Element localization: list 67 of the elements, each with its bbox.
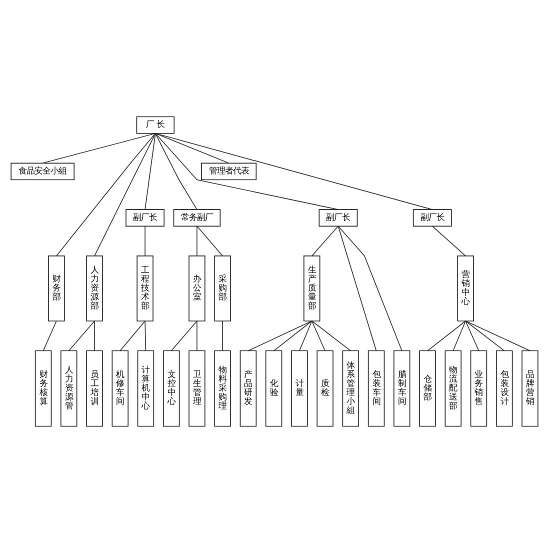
connector bbox=[155, 132, 230, 164]
node-box: 品牌营销 bbox=[522, 350, 538, 427]
connector bbox=[338, 226, 377, 352]
node-box: 管理者代表 bbox=[201, 162, 257, 180]
connector bbox=[432, 226, 466, 256]
node-box: 生产质量部 bbox=[304, 256, 320, 322]
connector bbox=[311, 320, 326, 352]
connector bbox=[155, 132, 433, 210]
node-box: 卫生管理 bbox=[188, 350, 206, 427]
connector bbox=[42, 320, 57, 352]
node-box: 人力资源部 bbox=[86, 256, 103, 322]
node-box: 营销中心 bbox=[457, 256, 474, 322]
connector bbox=[94, 320, 95, 352]
connector bbox=[196, 226, 223, 256]
node-box: 办公室 bbox=[188, 256, 206, 322]
node-box: 副厂长 bbox=[318, 209, 358, 227]
connector bbox=[222, 320, 223, 352]
node-box: 厂 长 bbox=[136, 116, 175, 134]
connector bbox=[155, 132, 198, 210]
connector bbox=[155, 132, 339, 210]
connector bbox=[68, 320, 95, 352]
node-box: 常务副厂 bbox=[173, 209, 221, 227]
connector bbox=[144, 226, 146, 256]
connector bbox=[144, 320, 146, 352]
connector bbox=[465, 320, 530, 352]
connector bbox=[144, 132, 156, 210]
connector bbox=[338, 226, 402, 352]
connector bbox=[42, 132, 156, 164]
node-box: 仓储部 bbox=[419, 350, 436, 427]
node-box: 文控中心 bbox=[162, 350, 180, 427]
connector bbox=[56, 132, 156, 256]
node-box: 物料采购理 bbox=[214, 350, 231, 427]
node-box: 财务部 bbox=[48, 256, 65, 322]
node-box: 工程技术部 bbox=[136, 256, 154, 322]
node-box: 食品安全小組 bbox=[10, 162, 74, 180]
node-box: 机修车间 bbox=[112, 350, 128, 427]
node-box: 副厂长 bbox=[126, 209, 164, 227]
node-box: 腊制车间 bbox=[394, 350, 410, 427]
node-box: 计算机中心 bbox=[137, 350, 154, 427]
node-box: 副厂长 bbox=[412, 209, 452, 227]
node-box: 员工培训 bbox=[86, 350, 103, 427]
connector bbox=[120, 320, 146, 352]
connector bbox=[196, 320, 198, 352]
connector bbox=[311, 320, 352, 352]
connector bbox=[311, 226, 339, 256]
node-box: 化验 bbox=[265, 350, 282, 427]
node-box: 财务核算 bbox=[34, 350, 52, 427]
connector bbox=[170, 320, 198, 352]
node-box: 包装车间 bbox=[368, 350, 385, 427]
node-box: 采购部 bbox=[214, 256, 231, 322]
node-box: 质检 bbox=[316, 350, 334, 427]
connector bbox=[248, 320, 312, 352]
node-box: 体系管理小組 bbox=[342, 350, 360, 427]
connector bbox=[465, 320, 480, 352]
connector bbox=[427, 320, 466, 352]
connector bbox=[196, 226, 198, 256]
connector bbox=[452, 320, 466, 352]
connector bbox=[299, 320, 312, 352]
connector bbox=[273, 320, 312, 352]
node-box: 物流配送部 bbox=[444, 350, 462, 427]
node-box: 包装设计 bbox=[496, 350, 513, 427]
connector bbox=[94, 132, 156, 256]
node-box: 人力资源管 bbox=[60, 350, 78, 427]
connector bbox=[465, 320, 505, 352]
node-box: 计量 bbox=[291, 350, 308, 427]
node-box: 业务销售 bbox=[470, 350, 488, 427]
node-box: 产品研发 bbox=[240, 350, 257, 427]
